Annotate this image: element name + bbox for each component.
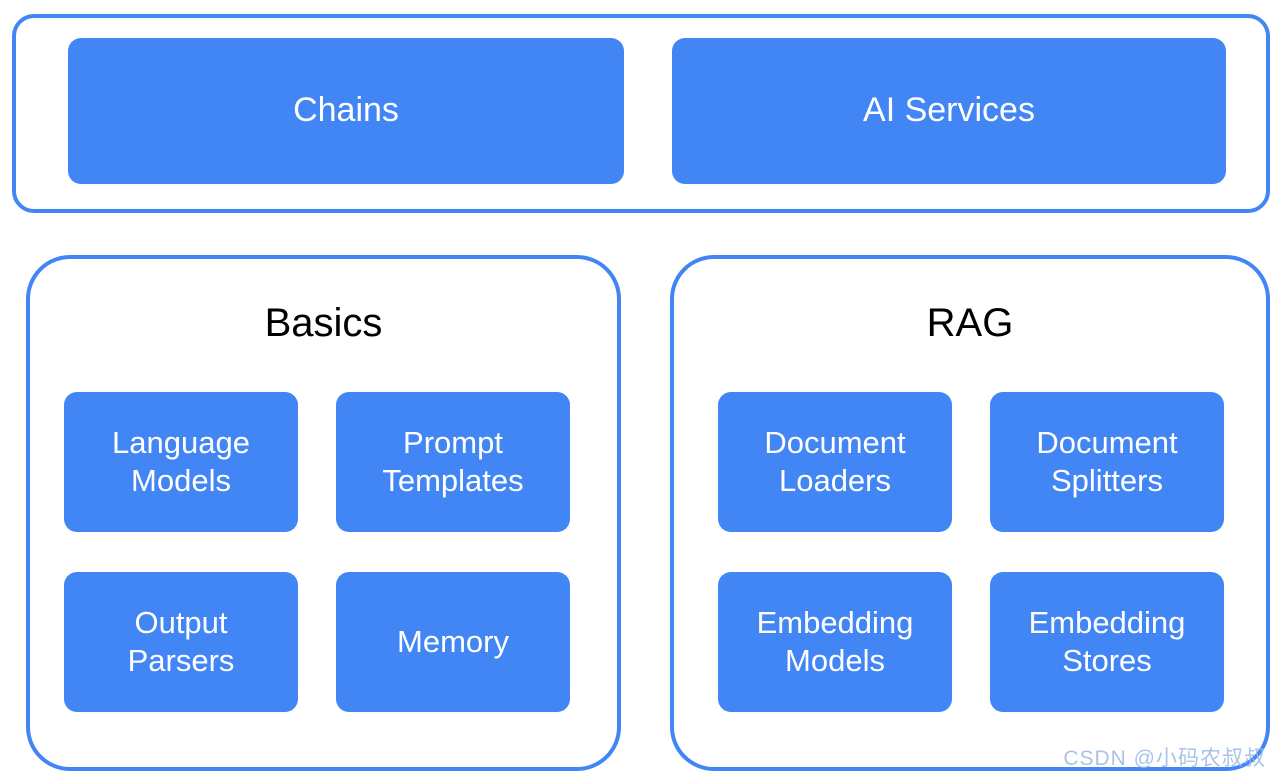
group-top-layer: Chains AI Services	[12, 14, 1270, 213]
card-embedding-models-label: Embedding Models	[756, 605, 914, 678]
group-rag-title: RAG	[926, 301, 1014, 345]
card-memory[interactable]: Memory	[336, 572, 570, 712]
group-basics-title: Basics	[264, 301, 383, 345]
card-document-loaders-label: Document Loaders	[764, 425, 906, 498]
card-embedding-stores-label: Embedding Stores	[1028, 605, 1186, 678]
card-embedding-stores[interactable]: Embedding Stores	[990, 572, 1224, 712]
card-language-models-label: Language Models	[112, 425, 250, 498]
card-output-parsers-label: Output Parsers	[127, 605, 235, 678]
card-embedding-models[interactable]: Embedding Models	[718, 572, 952, 712]
card-prompt-templates-label: Prompt Templates	[382, 425, 524, 498]
group-basics: Basics Language Models Prompt Templates …	[26, 255, 621, 771]
group-rag: RAG Document Loaders Document Splitters …	[670, 255, 1270, 771]
card-document-splitters[interactable]: Document Splitters	[990, 392, 1224, 532]
card-memory-label: Memory	[397, 624, 509, 660]
card-ai-services[interactable]: AI Services	[672, 38, 1226, 184]
card-output-parsers[interactable]: Output Parsers	[64, 572, 298, 712]
card-ai-services-label: AI Services	[863, 91, 1035, 130]
card-document-loaders[interactable]: Document Loaders	[718, 392, 952, 532]
card-prompt-templates[interactable]: Prompt Templates	[336, 392, 570, 532]
card-chains-label: Chains	[293, 91, 399, 130]
card-chains[interactable]: Chains	[68, 38, 624, 184]
card-language-models[interactable]: Language Models	[64, 392, 298, 532]
card-document-splitters-label: Document Splitters	[1036, 425, 1178, 498]
